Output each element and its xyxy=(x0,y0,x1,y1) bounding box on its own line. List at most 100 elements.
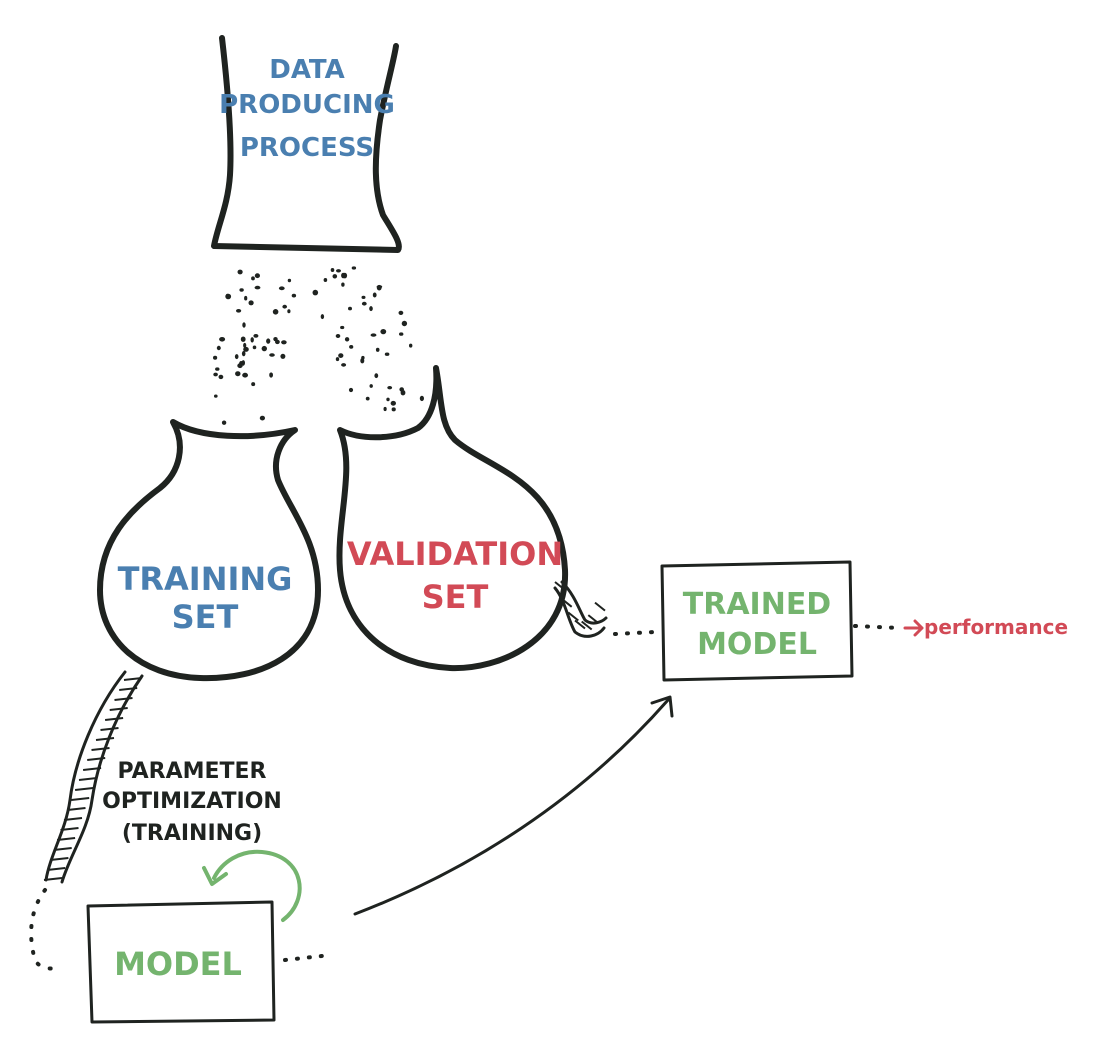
model-node: MODEL xyxy=(86,900,276,1024)
process-container-outline xyxy=(211,35,402,253)
data-point-dot xyxy=(213,355,218,360)
hose-rib xyxy=(50,857,69,861)
hose-rib xyxy=(119,687,138,691)
data-points-stream xyxy=(213,266,424,425)
validation-set-label-line1: VALIDATION xyxy=(347,535,563,573)
data-point-dot xyxy=(237,269,243,275)
data-point-dot xyxy=(338,353,344,358)
data-point-dot xyxy=(253,334,259,338)
process-label-line3: PROCESS xyxy=(240,133,374,163)
data-point-dot xyxy=(349,345,354,349)
trained-model-label-line1: TRAINED xyxy=(683,587,831,622)
data-point-dot xyxy=(383,406,387,412)
validation-hose-edge-b xyxy=(560,580,608,625)
data-point-dot xyxy=(351,266,357,270)
data-point-dot xyxy=(369,384,373,388)
data-point-dot xyxy=(261,345,267,352)
hose-rib xyxy=(95,737,115,741)
data-point-dot xyxy=(344,337,350,342)
data-point-dot xyxy=(272,309,279,315)
data-point-dot xyxy=(241,360,245,366)
data-point-dot xyxy=(241,350,246,357)
data-point-dot xyxy=(278,286,285,291)
data-point-dot xyxy=(312,289,319,296)
data-point-dot xyxy=(225,293,230,297)
performance-label: performance xyxy=(924,615,1068,639)
hose-rib xyxy=(91,747,110,751)
data-point-dot xyxy=(216,345,221,351)
hose-rib xyxy=(47,867,66,871)
hose-rib xyxy=(87,757,106,761)
model-label: MODEL xyxy=(114,945,242,983)
data-point-dot xyxy=(269,372,273,378)
data-point-dot xyxy=(254,285,261,290)
data-point-dot xyxy=(341,282,345,287)
hose-rib xyxy=(53,847,72,851)
data-point-dot xyxy=(219,337,226,342)
model-to-trained-arrow xyxy=(353,695,674,916)
hose-rib xyxy=(56,837,76,841)
hose-rib xyxy=(71,797,90,801)
data-point-dot xyxy=(269,353,275,357)
hose-rib xyxy=(74,787,94,791)
data-point-dot xyxy=(242,372,249,378)
validation-to-trained-dots xyxy=(613,630,657,636)
data-point-dot xyxy=(287,309,291,314)
hose-rib xyxy=(100,727,119,731)
data-point-dot xyxy=(390,400,396,406)
data-point-dot xyxy=(387,386,393,390)
parameter-optimization-label: PARAMETER OPTIMIZATION (TRAINING) xyxy=(102,759,282,846)
training-set-node: TRAINING SET xyxy=(97,419,321,682)
trained-model-node: TRAINED MODEL xyxy=(660,560,854,682)
hose-rib xyxy=(581,620,593,631)
hose-rib xyxy=(574,619,586,630)
data-point-dot xyxy=(213,372,218,377)
data-point-dot xyxy=(399,332,404,336)
data-point-dot xyxy=(391,407,396,412)
data-point-dot xyxy=(218,374,224,380)
performance-output: performance xyxy=(903,615,1068,639)
hose-rib xyxy=(63,817,83,821)
data-point-dot xyxy=(400,390,406,396)
optimization-label-line3: (TRAINING) xyxy=(122,821,262,846)
data-point-dot xyxy=(409,343,413,348)
data-producing-process-node: DATA PRODUCING PROCESS xyxy=(211,35,402,253)
data-point-dot xyxy=(386,397,390,402)
model-to-trained-arrow-line xyxy=(353,698,670,916)
data-point-dot xyxy=(282,304,288,309)
validation-hose-ribs xyxy=(554,581,606,631)
data-point-dot xyxy=(380,329,387,335)
data-point-dot xyxy=(370,333,377,337)
hose-rib xyxy=(104,717,124,721)
data-point-dot xyxy=(332,274,338,279)
data-point-dot xyxy=(340,325,345,330)
training-loop-arrow xyxy=(202,849,302,922)
data-point-dot xyxy=(401,320,408,327)
data-point-dot xyxy=(281,340,287,345)
data-point-dot xyxy=(235,371,241,377)
data-point-dot xyxy=(361,301,367,306)
hose-rib xyxy=(123,677,143,681)
data-point-dot xyxy=(244,295,248,301)
hose-rib xyxy=(567,611,579,622)
data-point-dot xyxy=(234,354,239,360)
trained-to-performance-dots xyxy=(853,624,902,630)
training-loop-arrowhead-icon xyxy=(202,866,228,886)
data-point-dot xyxy=(372,292,377,298)
data-point-dot xyxy=(251,382,256,387)
data-point-dot xyxy=(341,363,347,367)
data-point-dot xyxy=(215,367,220,371)
data-point-dot xyxy=(323,278,328,282)
training-hose-edge-a xyxy=(44,670,127,882)
validation-set-label-line2: SET xyxy=(422,578,489,616)
data-point-dot xyxy=(237,363,243,369)
data-point-dot xyxy=(369,306,373,312)
data-point-dot xyxy=(240,336,246,342)
hose-rib xyxy=(82,767,102,771)
data-point-dot xyxy=(348,306,352,311)
data-point-dot xyxy=(320,314,325,320)
data-point-dot xyxy=(259,415,265,421)
validation-sack-outline xyxy=(336,365,569,672)
data-point-dot xyxy=(335,334,341,338)
data-point-dot xyxy=(243,342,247,348)
